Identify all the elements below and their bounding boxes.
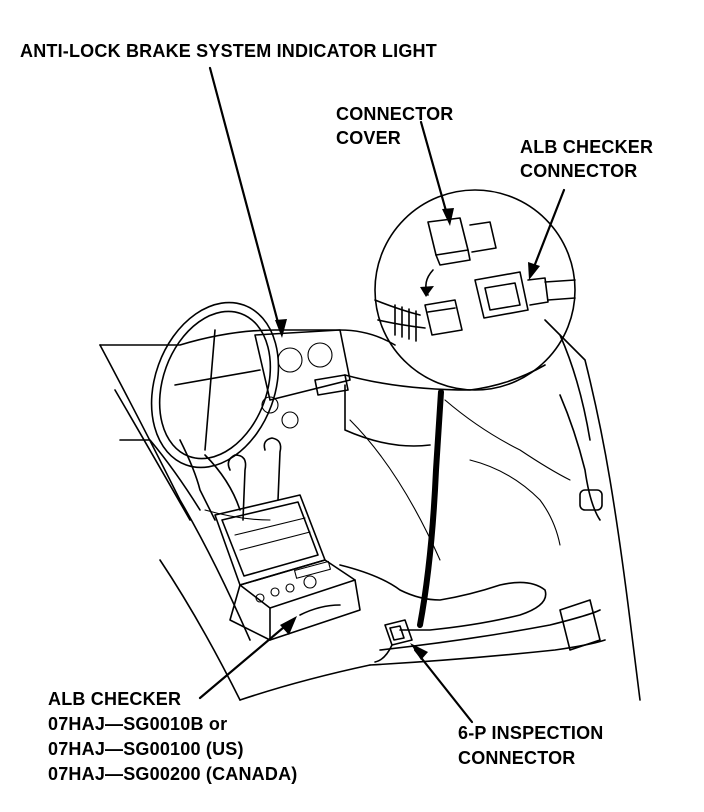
alb-checker-box	[214, 494, 361, 641]
alb-checker-part-number-3: 07HAJ—SG00200 (CANADA)	[48, 764, 298, 784]
dashboard-outline	[99, 319, 641, 701]
inspection-cable	[339, 389, 547, 631]
inspection-connector	[374, 619, 413, 663]
leader-arrows	[198, 66, 566, 724]
connector-inset	[374, 189, 576, 391]
inspection-connector-label-line2: CONNECTOR	[458, 748, 576, 768]
steering-wheel	[150, 301, 280, 521]
connector-cover-label-line1: CONNECTOR	[336, 104, 454, 124]
alb-checker-connector-label-line2: CONNECTOR	[520, 161, 638, 181]
abs-indicator-label: ANTI-LOCK BRAKE SYSTEM INDICATOR LIGHT	[20, 41, 437, 61]
alb-checker-part-number-1: 07HAJ—SG0010B or	[48, 714, 228, 734]
alb-checker-title: ALB CHECKER	[48, 689, 182, 709]
alb-checker-connector-label-line1: ALB CHECKER	[520, 137, 654, 157]
connector-cover-label-line2: COVER	[336, 128, 402, 148]
instrument-cluster	[254, 329, 351, 429]
alb-checker-part-number-2: 07HAJ—SG00100 (US)	[48, 739, 244, 759]
inspection-connector-label-line1: 6-P INSPECTION	[458, 723, 604, 743]
shifter	[204, 437, 282, 521]
